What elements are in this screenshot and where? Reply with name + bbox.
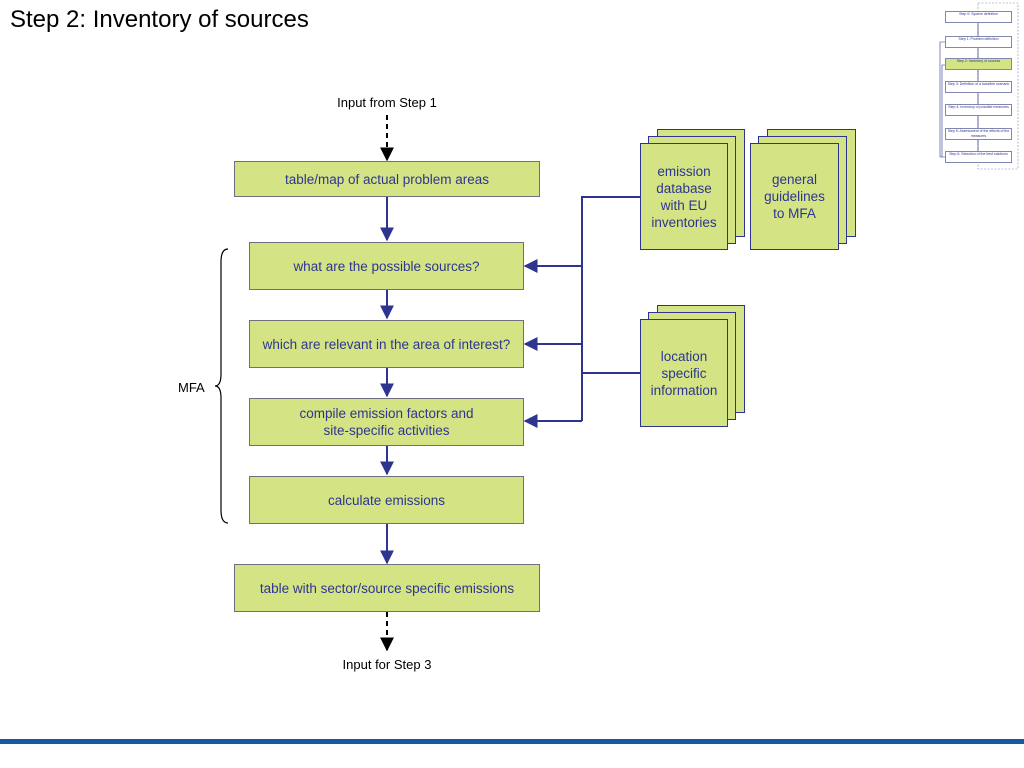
doc-stack-emission-db: emission database with EU inventories xyxy=(640,129,745,250)
box-relevant-sources: which are relevant in the area of intere… xyxy=(249,320,524,368)
footer-bar xyxy=(0,739,1024,744)
minimap-step-1[interactable]: Step 1: Problem definition xyxy=(945,36,1012,48)
step-overview-minimap[interactable]: Step 0: System definition Step 1: Proble… xyxy=(938,2,1020,170)
minimap-step-5[interactable]: Step 5: Assessment of the effects of the… xyxy=(945,128,1012,140)
minimap-step-4[interactable]: Step 4: Inventory of possible measures xyxy=(945,104,1012,116)
box-problem-areas: table/map of actual problem areas xyxy=(234,161,540,197)
doc-stack-guidelines: general guidelines to MFA xyxy=(750,129,856,250)
doc-guidelines-label: general guidelines to MFA xyxy=(750,143,839,250)
minimap-step-2[interactable]: Step 2: Inventory of sources xyxy=(945,58,1012,70)
slide-title: Step 2: Inventory of sources xyxy=(10,6,309,33)
minimap-step-6[interactable]: Step 6: Selection of the best solutions xyxy=(945,151,1012,163)
box-calculate-emissions: calculate emissions xyxy=(249,476,524,524)
box-compile-factors: compile emission factors and site-specif… xyxy=(249,398,524,446)
feed-line-db xyxy=(581,196,640,421)
minimap-step-3[interactable]: Step 3: Definition of a baseline scenari… xyxy=(945,81,1012,93)
mfa-label: MFA xyxy=(178,380,205,395)
doc-emission-db-label: emission database with EU inventories xyxy=(640,143,728,250)
box-sector-emissions: table with sector/source specific emissi… xyxy=(234,564,540,612)
mfa-brace xyxy=(214,248,229,524)
box-possible-sources: what are the possible sources? xyxy=(249,242,524,290)
doc-location-info-label: location specific information xyxy=(640,319,728,427)
doc-stack-location-info: location specific information xyxy=(640,305,745,427)
input-for-label: Input for Step 3 xyxy=(342,657,432,672)
input-from-label: Input from Step 1 xyxy=(337,95,437,110)
minimap-step-0[interactable]: Step 0: System definition xyxy=(945,11,1012,23)
